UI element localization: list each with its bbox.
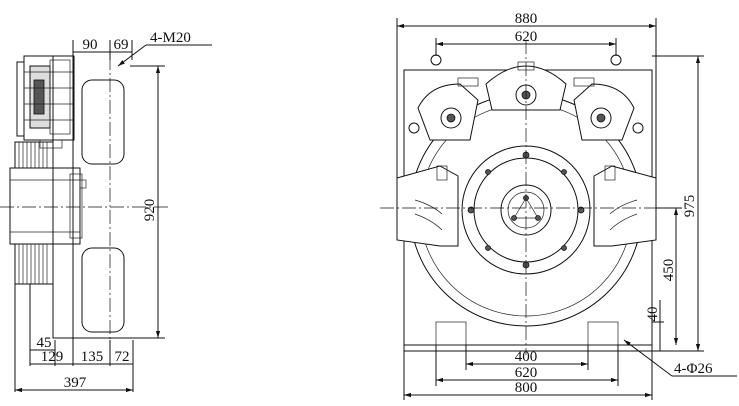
- dim-4-phi26: 4-Φ26: [674, 361, 713, 377]
- dim-920-label: 920: [142, 199, 158, 222]
- front-view: 880 620 975 450 40: [380, 11, 737, 400]
- dim-880: 880: [396, 11, 657, 178]
- brake-left: [408, 77, 479, 141]
- foot-right: [587, 321, 619, 346]
- dim-90: 90: [83, 37, 98, 53]
- brake-assembly: [16, 55, 75, 149]
- left-bracket: [396, 165, 459, 247]
- dim-880-label: 880: [515, 11, 538, 27]
- bolt-callout: 4-M20: [117, 30, 212, 67]
- dim-397: 397: [64, 375, 87, 391]
- lift-eye-right: [610, 54, 622, 66]
- foot-left: [435, 321, 467, 346]
- right-bracket: [593, 165, 657, 247]
- dim-4-m20: 4-M20: [150, 30, 191, 46]
- dim-920: 920: [130, 65, 165, 339]
- brake-right: [573, 77, 644, 141]
- dim-450-label: 450: [661, 259, 677, 282]
- dim-90-69: 90 69: [72, 37, 133, 60]
- base-plate: [403, 344, 653, 352]
- machine-body: [52, 55, 130, 339]
- holes-callout: 4-Φ26: [623, 339, 737, 377]
- dim-129: 129: [41, 349, 64, 365]
- dim-40-label: 40: [645, 307, 661, 322]
- dim-45: 45: [37, 335, 52, 351]
- dim-800: 800: [403, 351, 653, 400]
- dim-72: 72: [115, 349, 130, 365]
- dim-400: 400: [465, 345, 589, 370]
- dim-620-bottom-label: 620: [515, 365, 538, 381]
- dim-135: 135: [81, 349, 104, 365]
- dim-69: 69: [114, 37, 129, 53]
- traction-sheave: [9, 141, 87, 285]
- dim-450: 450: [656, 207, 682, 345]
- lift-eye-left: [430, 54, 442, 66]
- dim-975: 975: [652, 55, 704, 352]
- dim-620-top-label: 620: [515, 29, 538, 45]
- dim-620-top: 620: [435, 29, 617, 56]
- dim-620-bottom: 620: [435, 345, 619, 386]
- dim-40: 40: [645, 300, 664, 351]
- dim-800-label: 800: [515, 380, 538, 396]
- dim-400-label: 400: [515, 349, 538, 365]
- side-view: 90 69 4-M20 920 45 129 135: [0, 30, 212, 393]
- dim-975-label: 975: [682, 195, 698, 218]
- side-bottom-dims: 45 129 135 72 397: [14, 284, 134, 393]
